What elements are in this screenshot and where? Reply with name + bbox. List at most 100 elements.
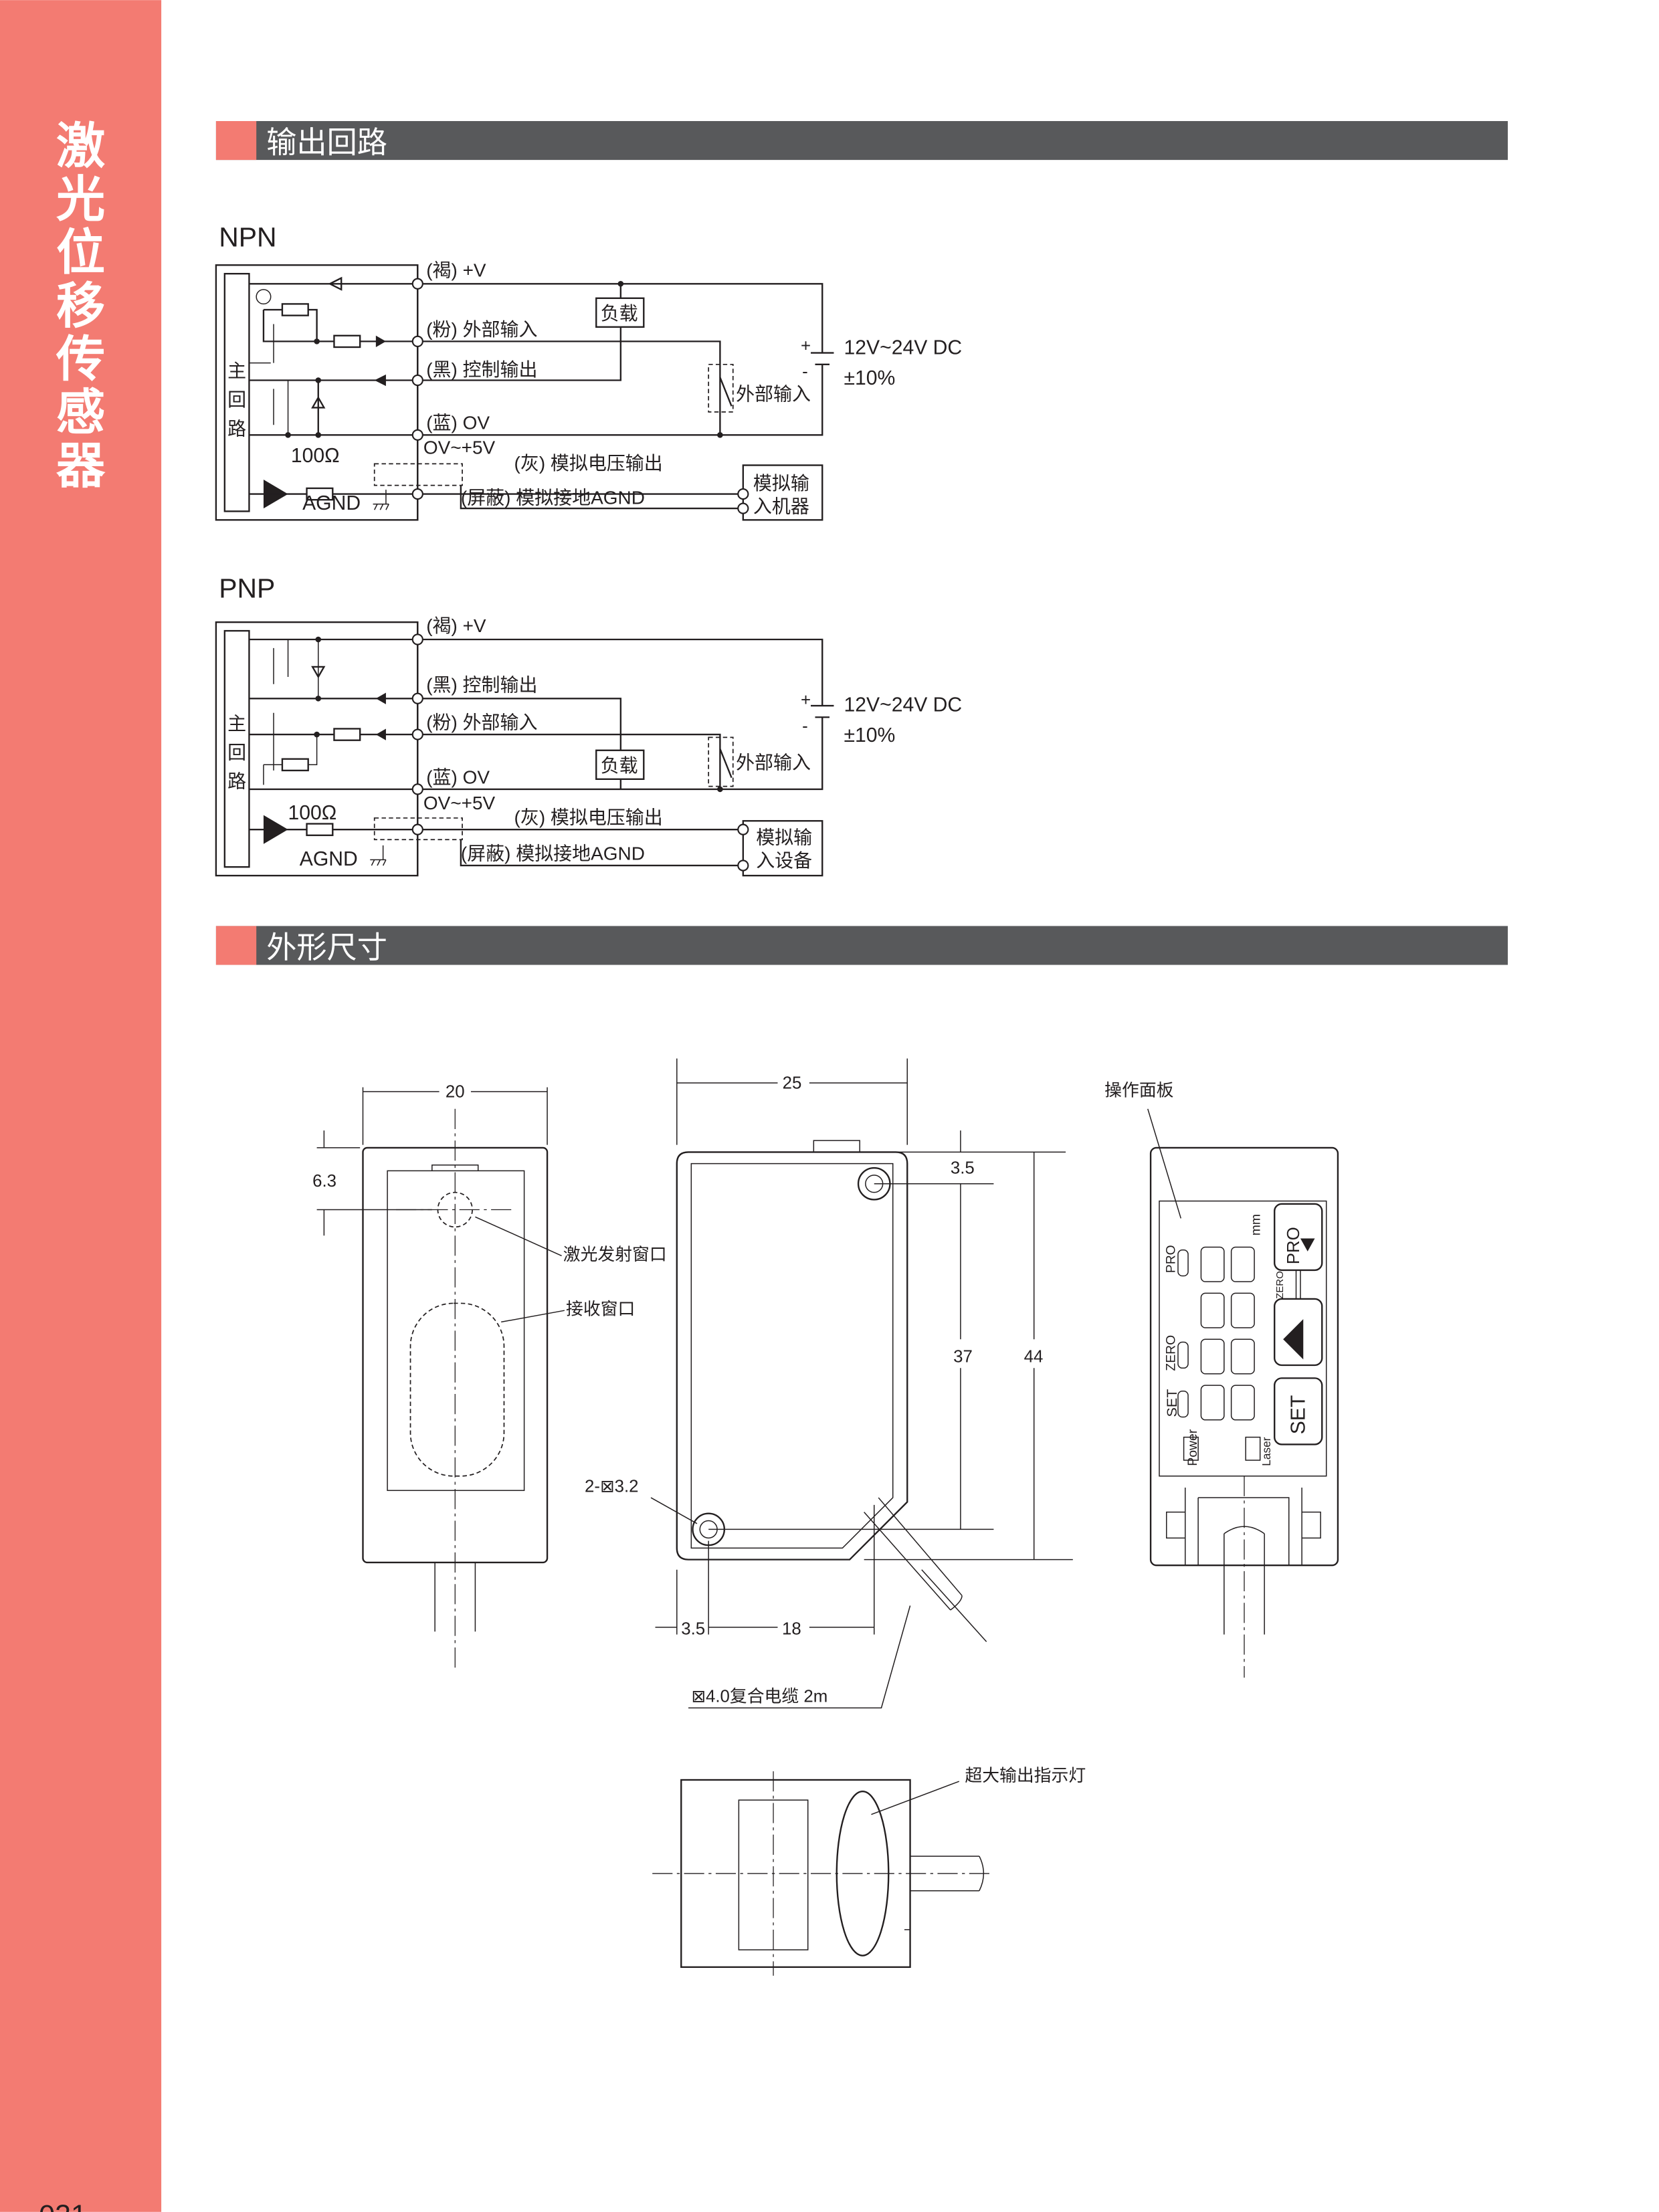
voltage-range: OV~+5V xyxy=(423,793,496,813)
set-button-line xyxy=(1274,1377,1323,1445)
side-view-drawing-line xyxy=(708,1151,1073,1561)
sidebar-title-char: 传 xyxy=(56,332,105,387)
zero-combo-label: ZERO xyxy=(1274,1271,1286,1299)
terminal xyxy=(411,633,423,645)
pro-button[interactable]: PRO xyxy=(1274,1203,1323,1272)
pnp-circuit: PNP 主 回 路 + - 12V~24V DC ±10% 负载 外部输入 10… xyxy=(215,573,963,877)
laser-label: Laser xyxy=(1260,1437,1273,1466)
wire-label-gray: (灰) 模拟电压输出 xyxy=(514,807,663,828)
power-label: Power xyxy=(1185,1429,1200,1466)
down-arrow-icon xyxy=(1300,1238,1315,1251)
dim-side-width: 25 xyxy=(783,1074,802,1093)
pnp-circuit-line xyxy=(717,786,723,793)
seven-segment-display-line xyxy=(1200,1338,1225,1375)
dim-holes: 2-⊠3.2 xyxy=(585,1477,639,1496)
minus-sign: - xyxy=(802,717,808,736)
up-button-line xyxy=(1274,1298,1323,1367)
analog-device-label: 入机器 xyxy=(753,496,809,517)
pnp-circuit-line xyxy=(375,728,386,740)
sidebar-title: 激 光 位 移 传 感 器 xyxy=(56,118,106,493)
seven-segment-display-line xyxy=(1183,1436,1199,1461)
seven-segment-display-line xyxy=(1177,1341,1189,1369)
npn-circuit-line xyxy=(737,502,749,514)
panel-view-drawing: 操作面板 PRO ZERO SET Power Laser mm ZERO PR… xyxy=(1104,1080,1339,1678)
wire-label-black: (黑) 控制输出 xyxy=(426,675,537,696)
main-circuit-block xyxy=(223,629,250,868)
seven-segment-display-line xyxy=(1177,1390,1189,1418)
pnp-circuit-line xyxy=(370,845,387,866)
section-bar xyxy=(215,926,1508,965)
seven-segment-display-line xyxy=(1230,1292,1255,1328)
wire-label-brown: (褐) +V xyxy=(426,260,486,281)
npn-circuit-line xyxy=(256,289,272,305)
pnp-circuit-line xyxy=(281,758,309,772)
dim-height: 44 xyxy=(1024,1348,1044,1367)
resistor-label: 100Ω xyxy=(291,445,340,467)
bottom-view-drawing: 超大输出指示灯 xyxy=(652,1766,1086,1976)
terminal xyxy=(411,429,423,441)
front-view-drawing-line xyxy=(316,1130,432,1236)
sidebar-title-char: 激 xyxy=(56,118,105,173)
supply-voltage: 12V~24V DC xyxy=(844,337,963,359)
npn-circuit-line xyxy=(249,324,289,435)
supply-tolerance: ±10% xyxy=(844,367,896,389)
bottom-view-drawing-line xyxy=(871,1781,960,1815)
npn-circuit: NPN 主 回 路 + - 12V~24V DC ±10% 负载 外部输入 xyxy=(215,221,963,521)
pnp-circuit-line xyxy=(737,823,749,835)
pro-button-label: PRO xyxy=(1284,1227,1303,1264)
side-view-drawing-line xyxy=(690,1163,894,1549)
npn-circuit-line xyxy=(314,338,320,344)
npn-circuit-line xyxy=(811,352,834,366)
laser-window-label: 激光发射窗口 xyxy=(563,1245,667,1264)
supply-voltage: 12V~24V DC xyxy=(844,694,963,716)
pnp-circuit-line xyxy=(249,698,622,789)
npn-circuit-line xyxy=(460,485,743,510)
npn-circuit-line xyxy=(375,335,386,347)
seven-segment-display-line xyxy=(1200,1246,1225,1282)
analog-device-label: 入设备 xyxy=(756,850,812,871)
load-box xyxy=(595,749,645,781)
dim-hole-offset-top: 3.5 xyxy=(951,1159,975,1178)
analog-device-label: 模拟输 xyxy=(753,473,809,494)
panel-view-drawing-line xyxy=(1165,1487,1321,1566)
sidebar-title-char: 光 xyxy=(56,172,105,227)
wire-label-blue: (蓝) OV xyxy=(426,767,490,787)
sidebar-background xyxy=(0,0,162,2212)
sidebar-title-char: 感 xyxy=(56,385,105,440)
npn-circuit-line xyxy=(717,432,723,438)
npn-circuit-line xyxy=(249,283,823,436)
panel-label: 操作面板 xyxy=(1104,1080,1173,1100)
up-button[interactable] xyxy=(1274,1298,1323,1367)
resistor-label: 100Ω xyxy=(288,802,337,824)
section-accent xyxy=(215,926,257,965)
wire-label-blue: (蓝) OV xyxy=(426,413,490,433)
terminal xyxy=(411,783,423,795)
npn-circuit-line xyxy=(315,432,322,438)
side-view-drawing-line xyxy=(655,1504,875,1635)
dim-hole-pitch: 37 xyxy=(953,1348,973,1367)
pnp-circuit-line xyxy=(811,704,834,718)
set-button[interactable]: SET xyxy=(1274,1377,1323,1445)
external-input-switch xyxy=(708,736,734,787)
analog-device-label: 模拟输 xyxy=(756,827,812,848)
npn-circuit-line xyxy=(311,380,326,435)
main-circuit-block xyxy=(223,273,250,512)
main-circuit-label: 路 xyxy=(227,418,246,439)
pnp-title: PNP xyxy=(219,573,275,604)
main-circuit-label: 路 xyxy=(227,771,246,792)
npn-circuit-line xyxy=(417,340,721,435)
terminal xyxy=(411,728,423,740)
section-bar xyxy=(215,121,1508,161)
sidebar-title-char: 位 xyxy=(56,225,105,280)
agnd-label: AGND xyxy=(302,492,361,514)
terminal xyxy=(411,692,423,704)
wire-label-black: (黑) 控制输出 xyxy=(426,359,537,380)
pnp-circuit-line xyxy=(375,692,386,704)
front-view-drawing-line xyxy=(387,1170,525,1492)
npn-circuit-line xyxy=(328,276,343,291)
main-circuit-label: 主 xyxy=(227,361,246,381)
pnp-circuit-line xyxy=(460,839,743,867)
front-view-drawing-line xyxy=(396,1108,514,1671)
pnp-circuit-line xyxy=(333,728,361,741)
section-header-output-circuit: 输出回路 xyxy=(215,121,1508,161)
